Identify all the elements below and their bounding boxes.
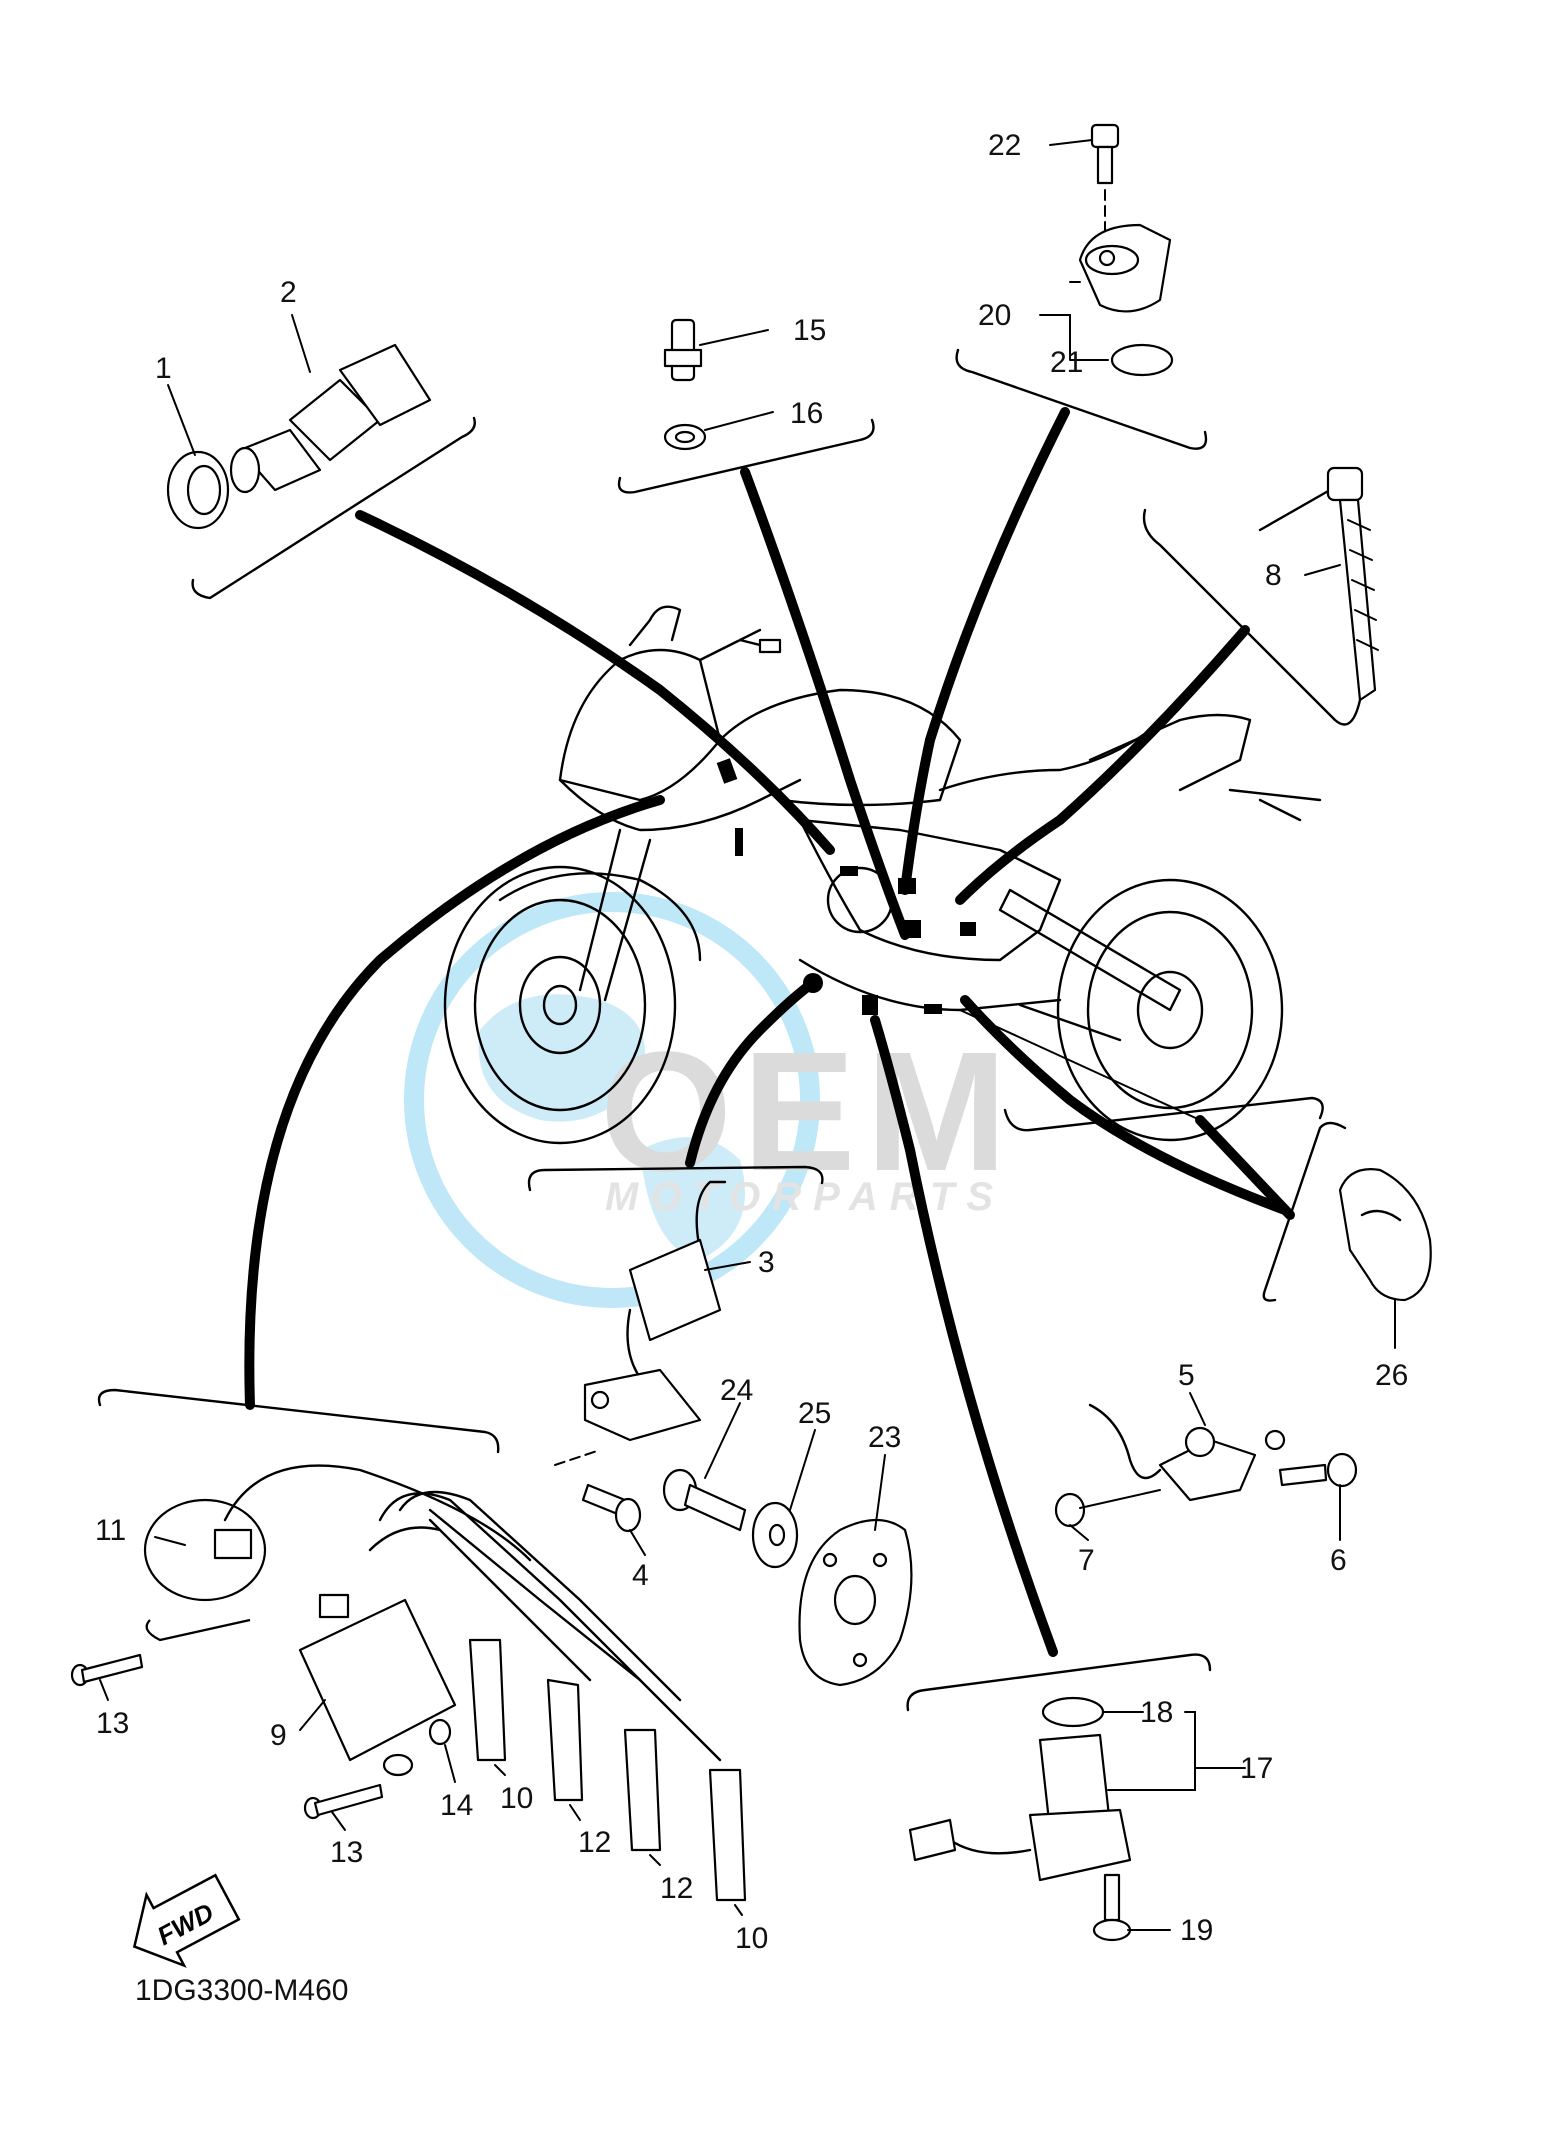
part-5-sensor <box>1088 1403 1286 1502</box>
callout-24: 24 <box>720 1374 753 1407</box>
callout-23: 23 <box>868 1421 901 1454</box>
callout-leaders <box>99 139 1396 1931</box>
part-13-bolt-a <box>70 1653 144 1687</box>
callout-13-a: 13 <box>96 1707 129 1740</box>
callout-9: 9 <box>270 1719 287 1752</box>
callout-12-a: 12 <box>578 1826 611 1859</box>
part-24-bolt <box>662 1468 747 1532</box>
part-16-washer <box>663 423 707 451</box>
group-brackets <box>97 348 1362 1712</box>
part-1-gasket <box>166 450 230 530</box>
part-13-bolt-b <box>303 1783 384 1820</box>
part-18-o-ring <box>1041 1696 1105 1728</box>
callout-labels: 1 2 3 4 5 6 7 8 9 10 10 11 12 12 13 13 1… <box>95 129 1408 1955</box>
callout-4: 4 <box>632 1559 649 1592</box>
callout-10-a: 10 <box>500 1782 533 1815</box>
callout-18: 18 <box>1140 1696 1173 1729</box>
leader-lines <box>244 407 1295 1657</box>
watermark-sub: MOTORPARTS <box>605 1175 1005 1219</box>
callout-3: 3 <box>758 1246 775 1279</box>
part-26-clamp <box>1338 1168 1432 1302</box>
callout-2: 2 <box>280 276 297 309</box>
callout-25: 25 <box>798 1397 831 1430</box>
callout-8: 8 <box>1265 559 1282 592</box>
part-6-bolt <box>1278 1452 1358 1488</box>
callout-7: 7 <box>1078 1544 1095 1577</box>
callout-10-b: 10 <box>735 1922 768 1955</box>
part-22-bolt <box>1090 123 1120 231</box>
watermark: OEM MOTORPARTS <box>404 892 1007 1308</box>
part-21-o-ring <box>1110 343 1174 377</box>
part-4-bolt <box>581 1483 642 1533</box>
callout-12-b: 12 <box>660 1872 693 1905</box>
part-7-nut <box>1054 1492 1086 1528</box>
callout-20: 20 <box>978 299 1011 332</box>
part-25-washer <box>751 1501 799 1569</box>
callout-15: 15 <box>793 314 826 347</box>
part-23-rotor <box>798 1519 913 1687</box>
callout-22: 22 <box>988 129 1021 162</box>
callout-21: 21 <box>1050 346 1083 379</box>
part-8-cable <box>1258 466 1379 702</box>
callout-14: 14 <box>440 1789 473 1822</box>
callout-16: 16 <box>790 397 823 430</box>
diagram-code: 1DG3300-M460 <box>135 1974 348 2007</box>
part-17-sensor <box>908 1733 1132 1882</box>
callout-13-b: 13 <box>330 1836 363 1869</box>
part-9-ignition-coil <box>298 1593 457 1777</box>
callout-5: 5 <box>1178 1359 1195 1392</box>
motorcycle-outline <box>443 605 1322 1145</box>
callout-11: 11 <box>95 1514 126 1547</box>
callout-17: 17 <box>1240 1752 1273 1785</box>
part-20-sensor <box>1078 223 1172 313</box>
part-3-pickup-coil <box>554 1180 727 1466</box>
part-19-bolt <box>1092 1873 1132 1942</box>
spark-plug-leads <box>223 1464 747 1902</box>
callout-1: 1 <box>155 352 172 385</box>
callout-26: 26 <box>1375 1359 1408 1392</box>
part-15-sensor <box>663 318 703 382</box>
callout-6: 6 <box>1330 1544 1347 1577</box>
part-14-nut <box>428 1718 452 1746</box>
part-11-coil <box>143 1498 267 1642</box>
part-2-temperature-sensor <box>229 343 432 494</box>
callout-19: 19 <box>1180 1914 1213 1947</box>
fwd-arrow-icon: FWD <box>132 1873 241 1968</box>
